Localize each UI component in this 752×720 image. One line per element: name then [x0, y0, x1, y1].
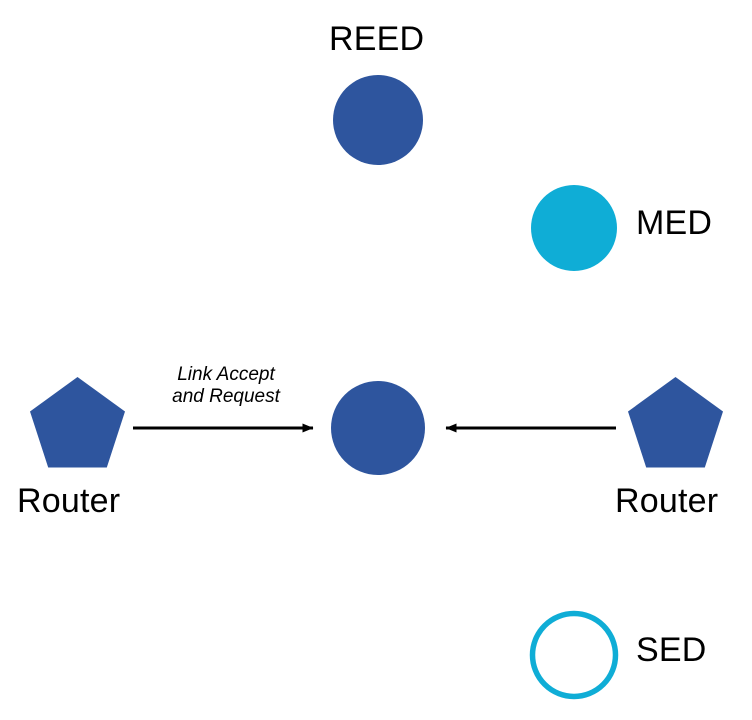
edge-label-line-1: Link Accept — [177, 364, 275, 385]
edge-label-line-2: and Request — [172, 386, 280, 408]
node-reed-circle[interactable] — [333, 75, 423, 165]
node-label-sed: SED — [636, 631, 707, 669]
node-router-left-pentagon[interactable] — [30, 377, 125, 468]
node-router-right-pentagon[interactable] — [628, 377, 723, 468]
node-label-router-right: Router — [615, 482, 719, 520]
node-sed-circle[interactable] — [529, 610, 619, 700]
node-center-circle[interactable] — [331, 381, 425, 475]
node-label-med: MED — [636, 204, 713, 242]
node-label-reed: REED — [329, 20, 425, 58]
node-med-circle[interactable] — [531, 185, 617, 271]
node-label-router-left: Router — [17, 482, 121, 520]
edge-label-link-accept-and-request: Link Accept and Request — [146, 364, 306, 409]
